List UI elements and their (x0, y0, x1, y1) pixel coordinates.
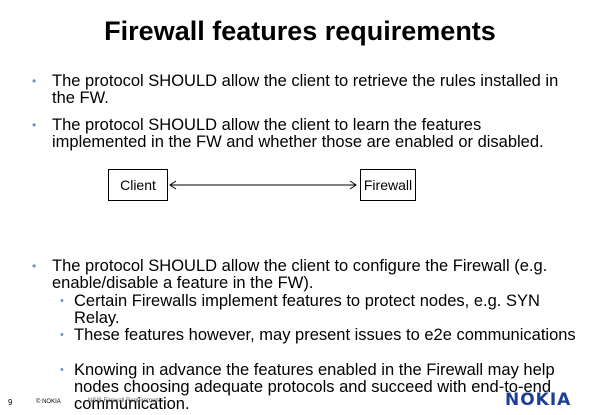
sub-bullet-2: • These features however, may present is… (60, 327, 580, 344)
page-number: 9 (8, 398, 13, 407)
sub-bullet-dot-icon: • (60, 329, 64, 341)
footer-presenter: NSIS Firewall Requirements (88, 398, 164, 404)
sub-bullet-1-text: Certain Firewalls implement features to … (74, 292, 540, 327)
sub-bullet-dot-icon: • (60, 295, 64, 307)
bullet-3-text: The protocol SHOULD allow the client to … (52, 257, 548, 292)
bidirectional-arrow-icon (169, 180, 357, 190)
client-box: Client (108, 169, 168, 201)
sub-bullet-3-text: Knowing in advance the features enabled … (74, 361, 555, 413)
copyright: © NOKIA (36, 399, 61, 405)
bullet-1: • The protocol SHOULD allow the client t… (32, 73, 580, 107)
bullet-dot-icon: • (32, 118, 37, 132)
firewall-box: Firewall (360, 169, 416, 201)
bullet-3: • The protocol SHOULD allow the client t… (32, 258, 580, 292)
sub-bullet-3: • Knowing in advance the features enable… (60, 362, 580, 413)
slide-title: Firewall features requirements (104, 16, 496, 46)
bullet-dot-icon: • (32, 259, 37, 273)
nokia-logo: NOKIA (505, 390, 572, 410)
sub-bullet-dot-icon: • (60, 364, 64, 376)
sub-bullet-2-text: These features however, may present issu… (74, 326, 576, 344)
bullet-dot-icon: • (32, 74, 37, 88)
bullet-2: • The protocol SHOULD allow the client t… (32, 117, 580, 151)
sub-bullet-1: • Certain Firewalls implement features t… (60, 293, 580, 327)
bullet-1-text: The protocol SHOULD allow the client to … (52, 72, 559, 107)
bullet-2-text: The protocol SHOULD allow the client to … (52, 116, 544, 151)
